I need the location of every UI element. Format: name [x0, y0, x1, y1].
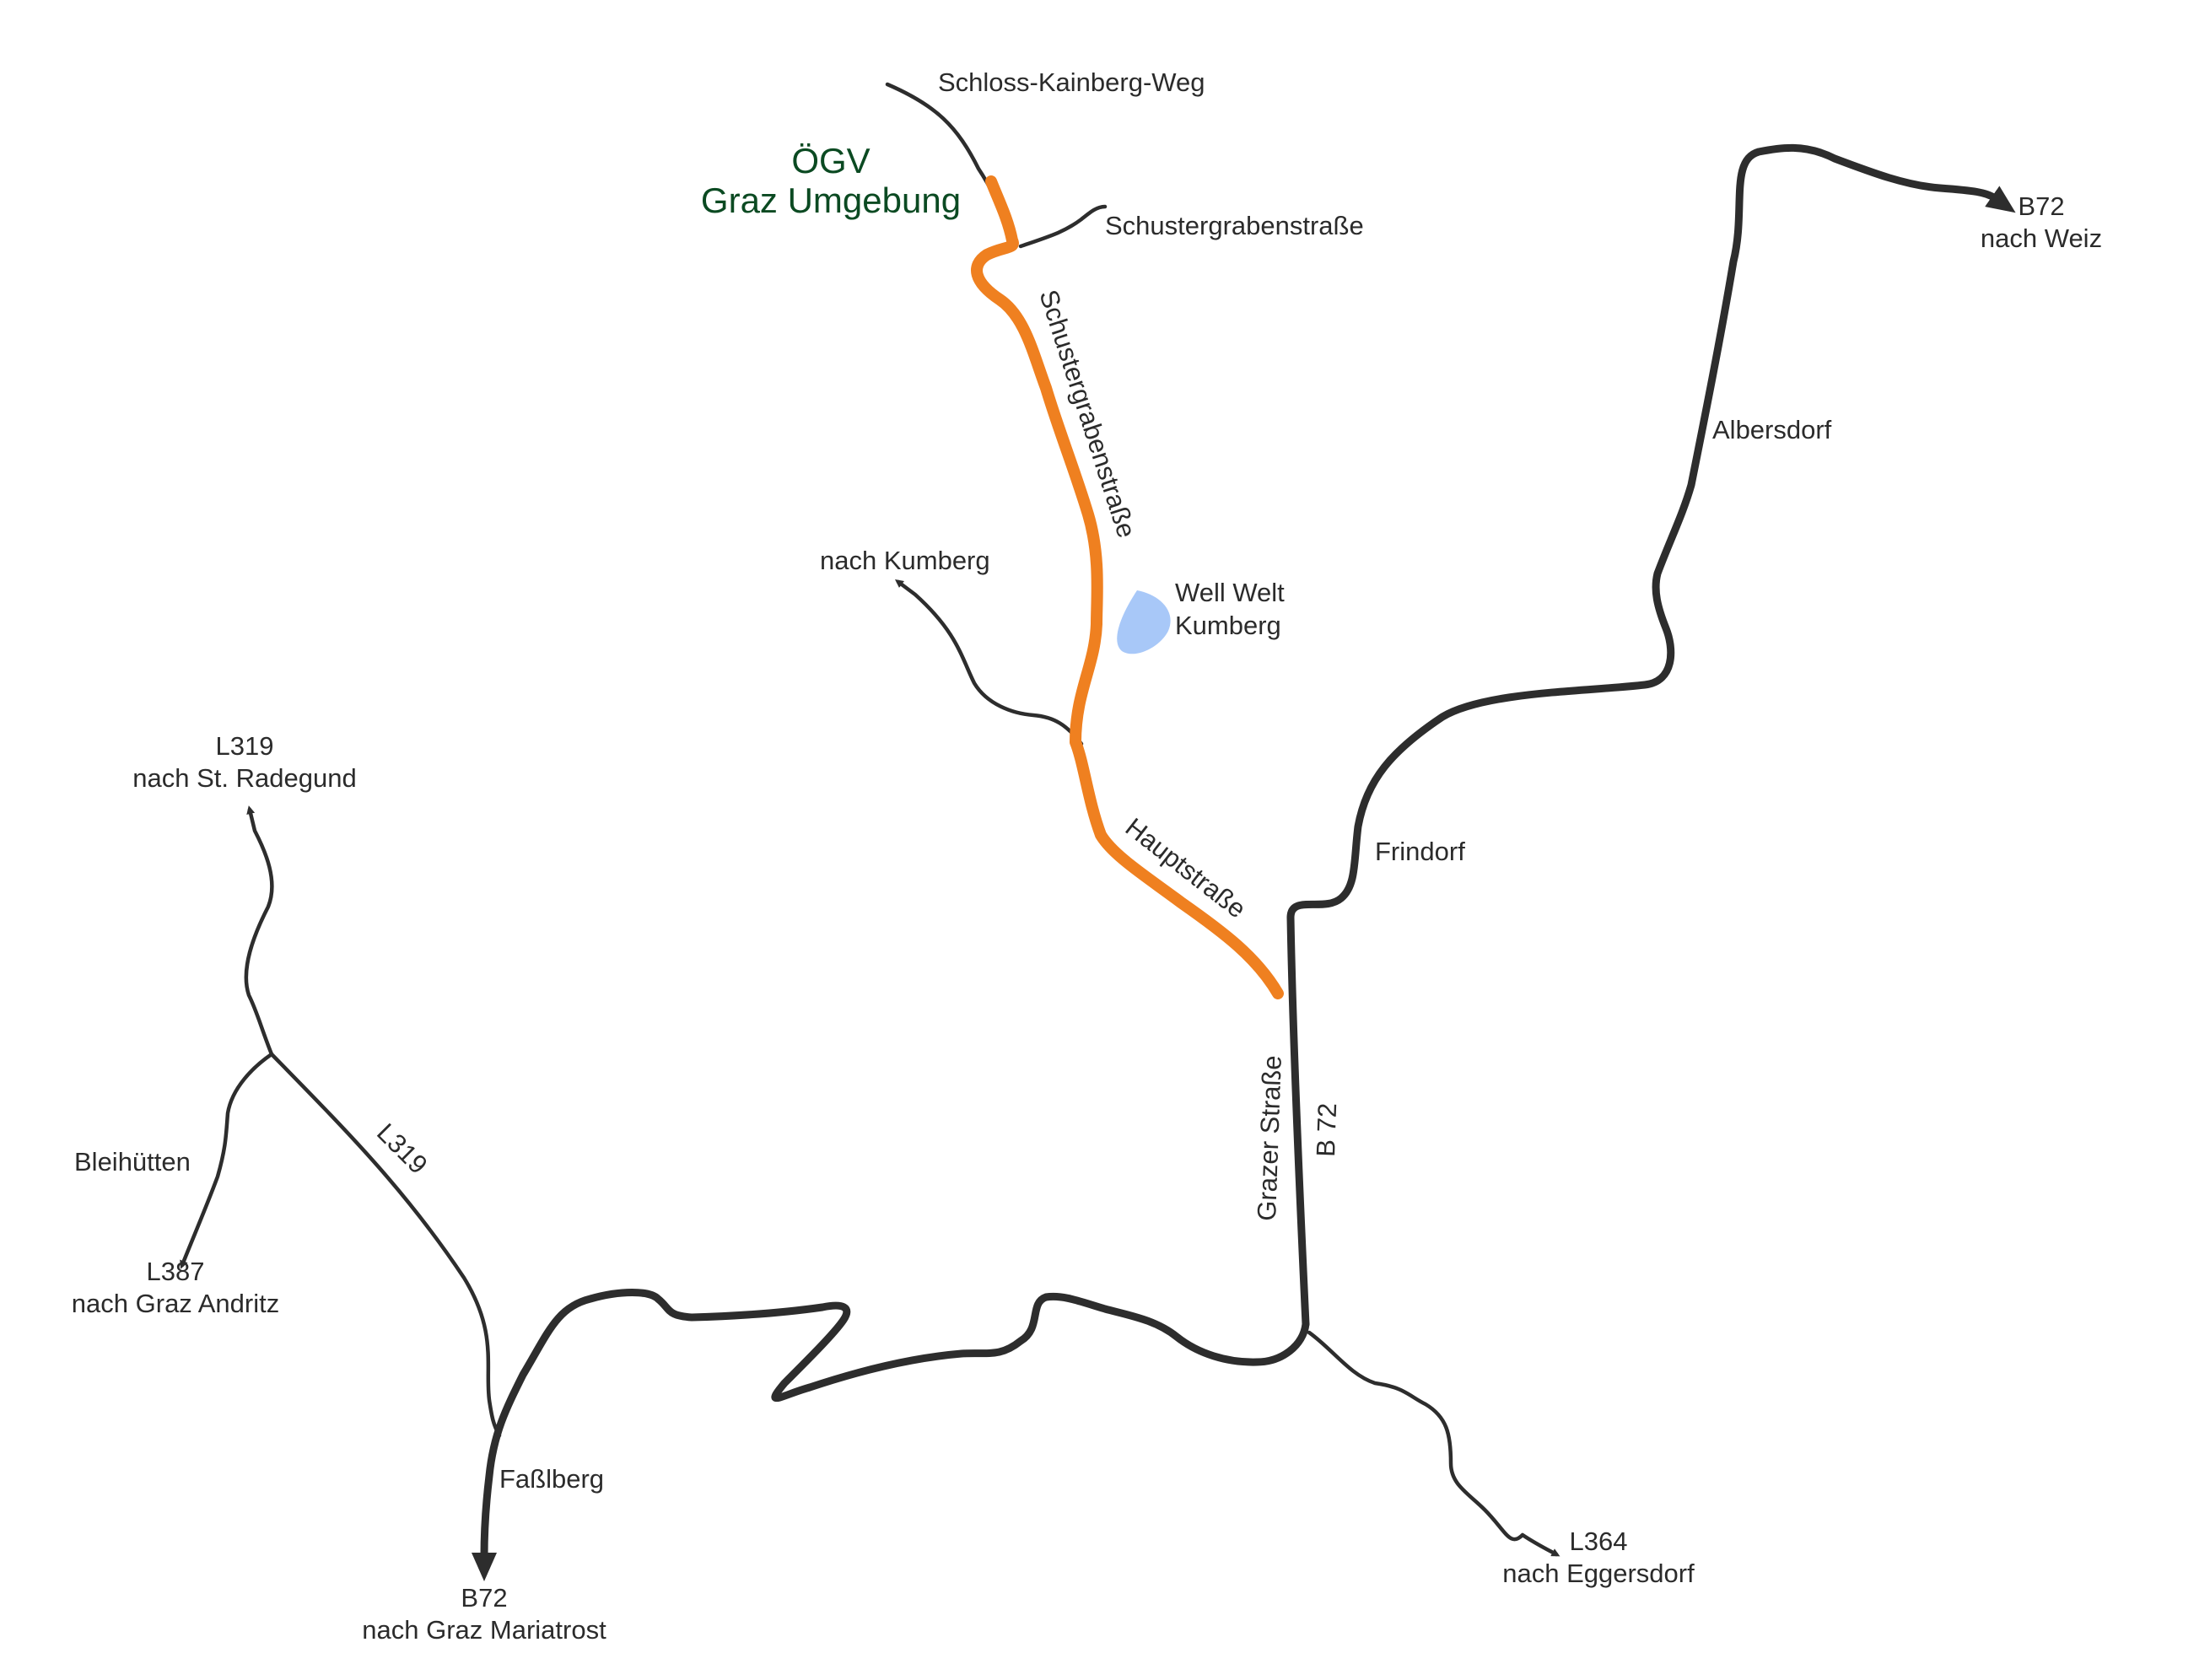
well-welt-lake: [1117, 590, 1171, 654]
road-l319-south: [269, 1052, 502, 1438]
road-l319-north: [244, 805, 274, 1057]
label-well-welt-2: Kumberg: [1175, 611, 1281, 640]
label-b72-mariatrost-1: B72: [461, 1583, 507, 1613]
label-grazer-strasse: Grazer Straße: [1252, 1055, 1287, 1221]
label-nach-kumberg: nach Kumberg: [820, 546, 990, 575]
label-l364-1: L364: [1570, 1527, 1628, 1556]
label-l387-1: L387: [147, 1257, 205, 1286]
label-b72-vertical: B 72: [1311, 1102, 1342, 1157]
label-l387-2: nach Graz Andritz: [72, 1289, 279, 1318]
title-line-1: ÖGV: [791, 141, 870, 180]
label-bleihuetten: Bleihütten: [74, 1147, 191, 1177]
hiking-route: [971, 175, 1284, 999]
label-b72-weiz-1: B72: [2018, 191, 2064, 221]
label-l319-radegund-1: L319: [216, 731, 274, 761]
label-albersdorf: Albersdorf: [1712, 415, 1832, 444]
road-l364: [1307, 1330, 1560, 1557]
road-b72-to-weiz: [1286, 143, 2016, 922]
label-b72-weiz-2: nach Weiz: [1981, 223, 2102, 253]
road-nach-kumberg: [895, 579, 1084, 746]
road-schustergrabenstrasse-branch: [1018, 204, 1108, 249]
label-fasslberg: Faßlberg: [499, 1464, 604, 1494]
label-schustergrabenstrasse-top: Schustergrabenstraße: [1105, 211, 1364, 240]
label-l319-radegund-2: nach St. Radegund: [132, 763, 356, 793]
road-l387: [180, 1052, 274, 1269]
road-b72-to-mariatrost: [472, 1289, 1310, 1581]
label-b72-mariatrost-2: nach Graz Mariatrost: [362, 1615, 606, 1645]
label-well-welt-1: Well Welt: [1175, 578, 1285, 607]
label-frindorf: Frindorf: [1375, 837, 1465, 866]
label-l364-2: nach Eggersdorf: [1502, 1559, 1695, 1588]
road-b72-grazer-strasse: [1286, 913, 1310, 1328]
label-schloss-kainberg-weg: Schloss-Kainberg-Weg: [938, 67, 1205, 97]
title-line-2: Graz Umgebung: [701, 180, 961, 220]
